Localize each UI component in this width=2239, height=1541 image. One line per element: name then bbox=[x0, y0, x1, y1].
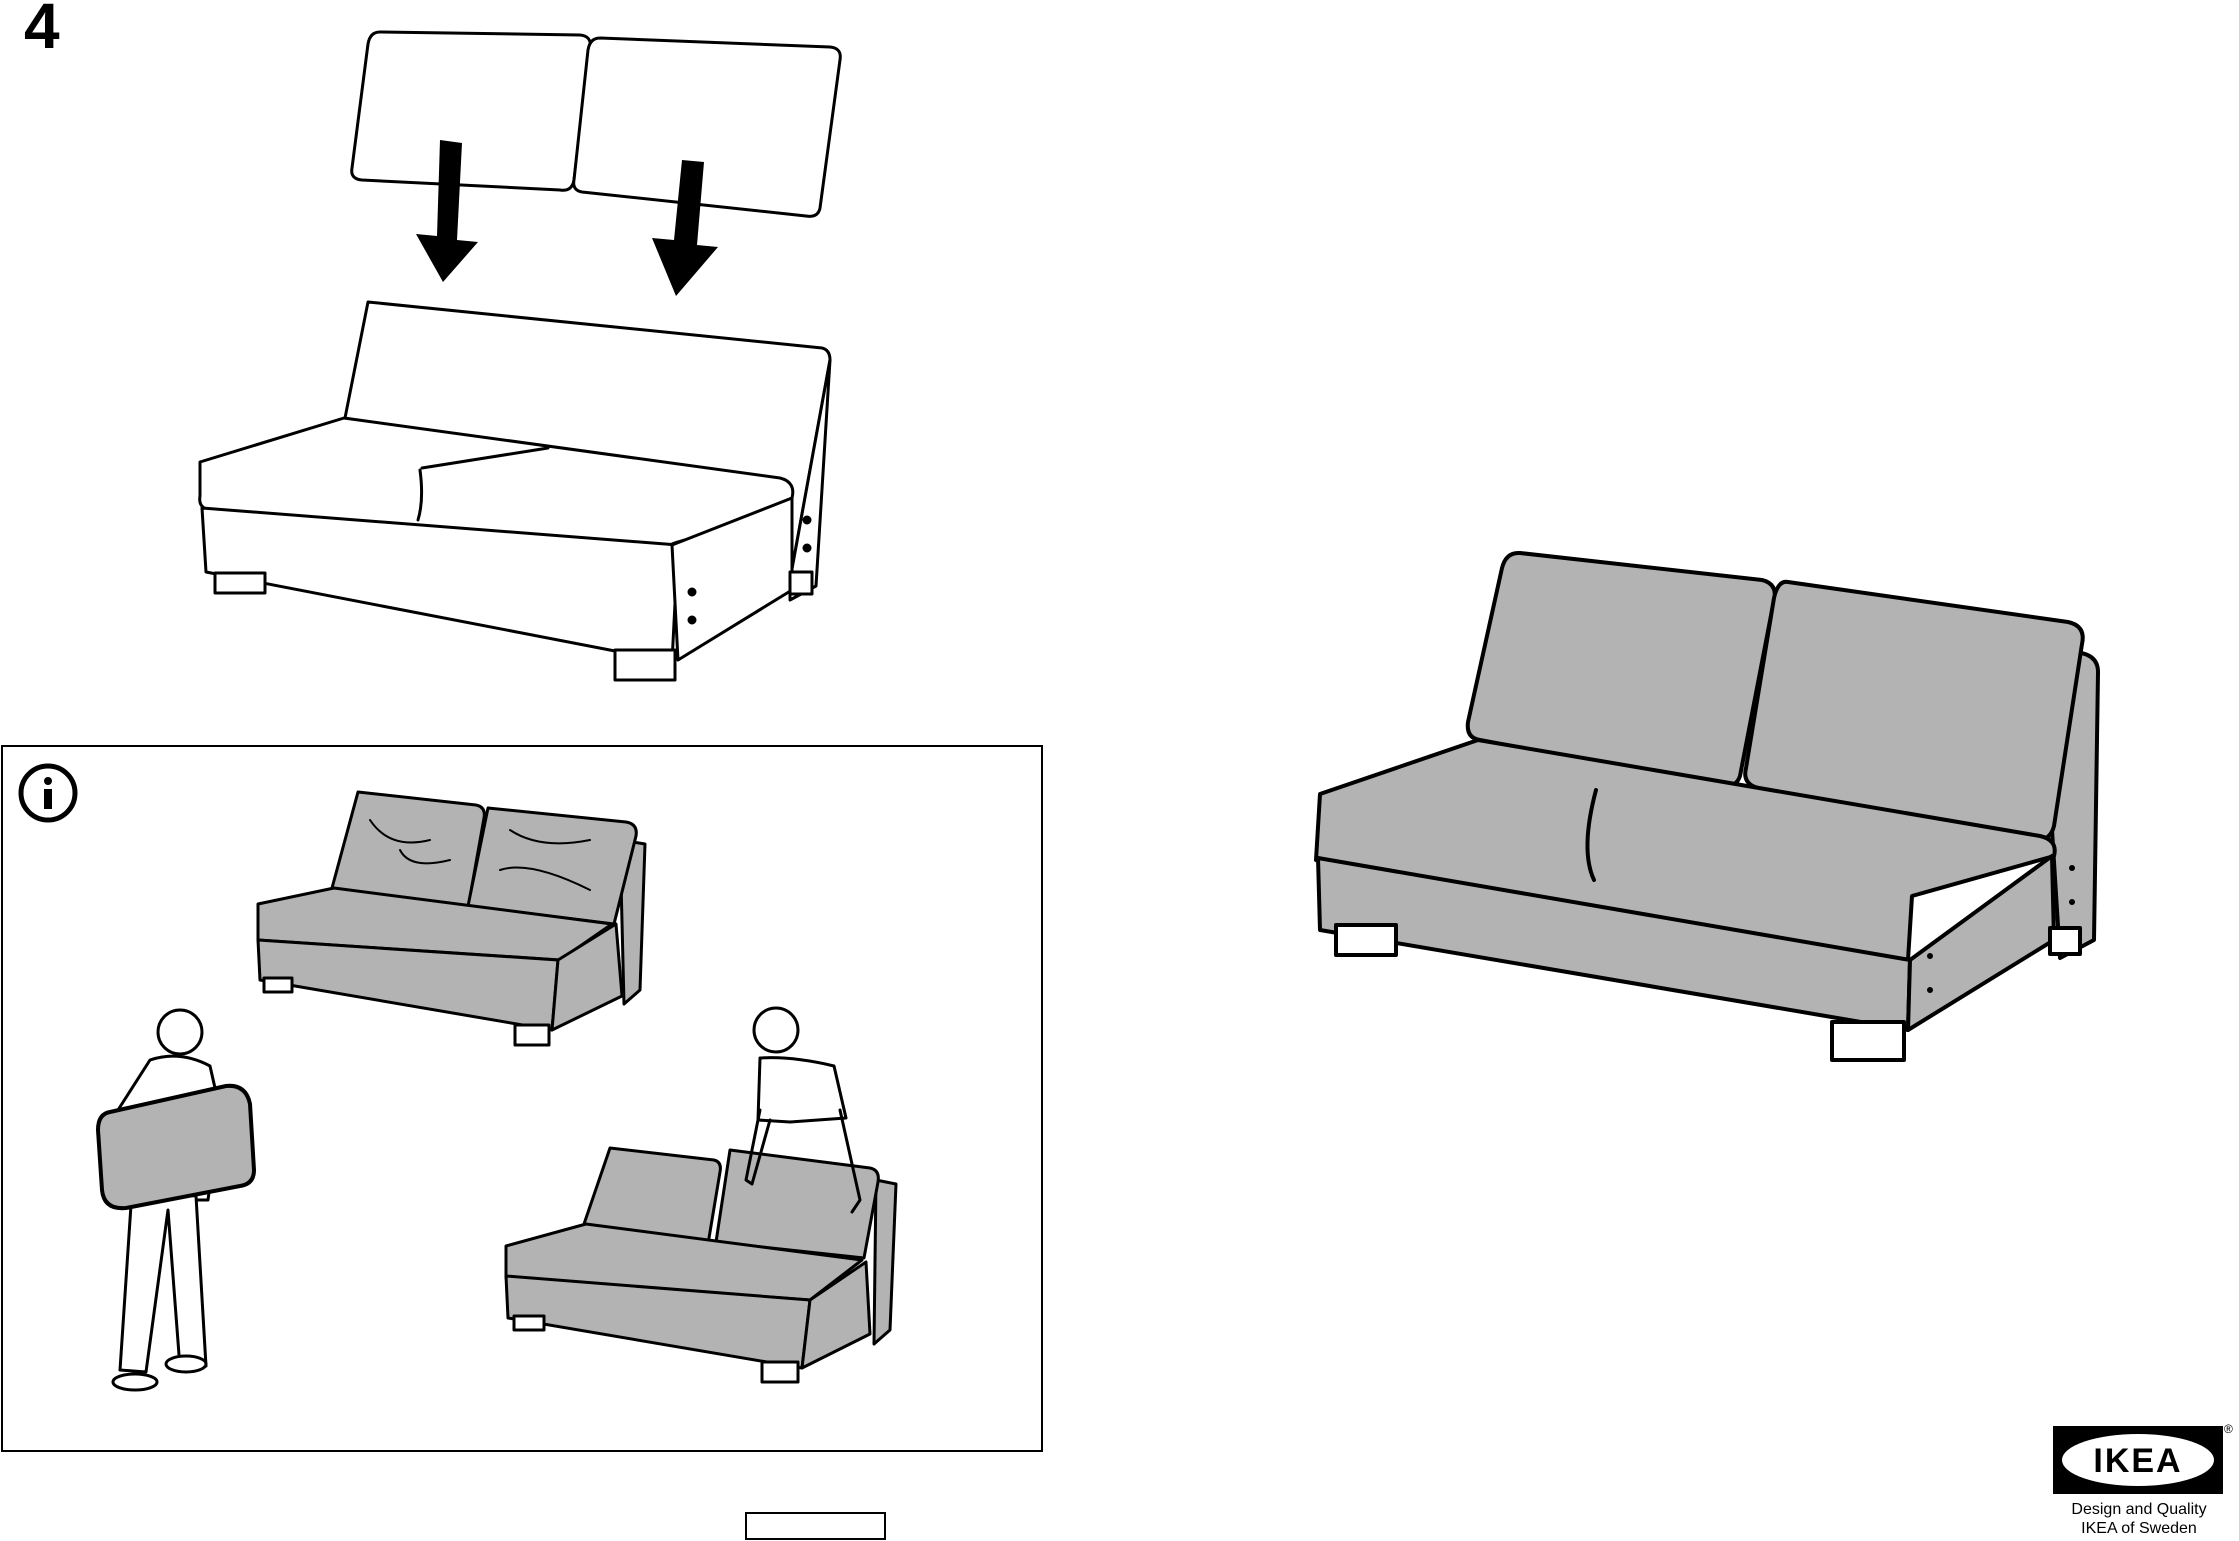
tagline-line-2: IKEA of Sweden bbox=[2081, 1520, 2197, 1537]
down-arrow-right bbox=[652, 160, 718, 296]
ikea-tagline: Design and Quality IKEA of Sweden bbox=[2040, 1500, 2238, 1538]
info-illustrations bbox=[18, 763, 898, 1392]
wrinkled-cushion-sofa bbox=[256, 790, 647, 1047]
person-shaking-cushion bbox=[96, 1008, 256, 1392]
back-cushion-right bbox=[572, 36, 842, 218]
person-adjusting-cushions bbox=[504, 1006, 898, 1384]
back-cushion-left bbox=[350, 30, 592, 192]
tagline-line-1: Design and Quality bbox=[2071, 1501, 2207, 1518]
sofa-leg-right bbox=[788, 570, 814, 596]
ikea-logo: IKEA bbox=[2053, 1426, 2223, 1494]
registered-mark: ® bbox=[2224, 1422, 2233, 1436]
info-box bbox=[1, 745, 1043, 1452]
ikea-logo-mark: IKEA bbox=[2053, 1426, 2223, 1494]
down-arrow-left bbox=[416, 140, 478, 282]
finished-leg-right bbox=[2048, 926, 2082, 956]
page-number-box bbox=[745, 1512, 886, 1540]
finished-leg-left bbox=[1334, 923, 1398, 957]
finished-seat-cushions bbox=[1314, 738, 2057, 962]
sofa-leg-middle bbox=[613, 648, 677, 682]
sofa-leg-left bbox=[213, 571, 267, 595]
step-number: 4 bbox=[24, 0, 60, 62]
ikea-logo-text: IKEA bbox=[2093, 1442, 2182, 1480]
info-icon bbox=[18, 763, 78, 823]
step-illustration bbox=[198, 30, 842, 682]
finished-leg-middle bbox=[1830, 1020, 1906, 1062]
finished-sofa bbox=[1314, 550, 2100, 1062]
sofa-frame-side bbox=[788, 358, 832, 602]
